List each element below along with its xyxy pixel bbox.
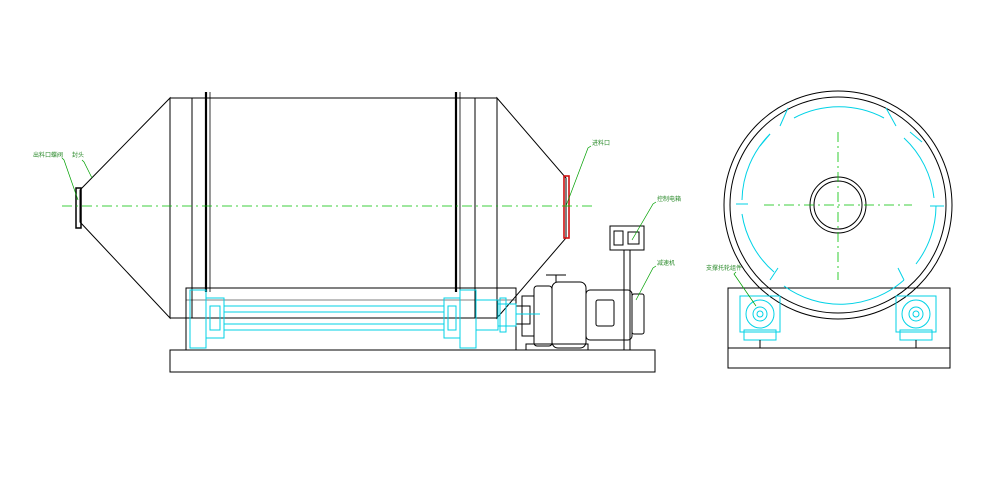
side-view-annotations [61, 145, 657, 301]
base-frame [169, 349, 656, 373]
end-view-centerlines [764, 132, 912, 280]
end-base-frame [727, 347, 951, 369]
support-roller-right [895, 295, 937, 348]
label-support-roller: 支撑托轮组件 [706, 264, 742, 272]
label-cone-head: 封头 [72, 151, 84, 159]
support-frame [185, 287, 517, 351]
support-roller-leader [733, 271, 757, 307]
right-cone-head [496, 96, 567, 320]
support-roller-left [739, 295, 781, 348]
drum-outer-circle [723, 90, 953, 320]
label-control-box: 控制电箱 [657, 195, 681, 203]
gear-reducer-motor [521, 274, 645, 351]
left-cone-head [79, 96, 171, 320]
label-feed-port: 进料口 [592, 139, 610, 147]
drive-shaft-assembly [189, 289, 540, 349]
side-view [75, 92, 656, 373]
label-outlet-valve: 出料口蝶阀 [33, 151, 63, 159]
outlet-flange [75, 187, 82, 229]
feed-flange [563, 175, 570, 239]
internal-baffles [736, 106, 944, 305]
label-gear-reducer: 减速机 [657, 259, 675, 267]
end-view [723, 90, 953, 369]
control-box [609, 225, 645, 350]
drum-body [169, 97, 498, 319]
